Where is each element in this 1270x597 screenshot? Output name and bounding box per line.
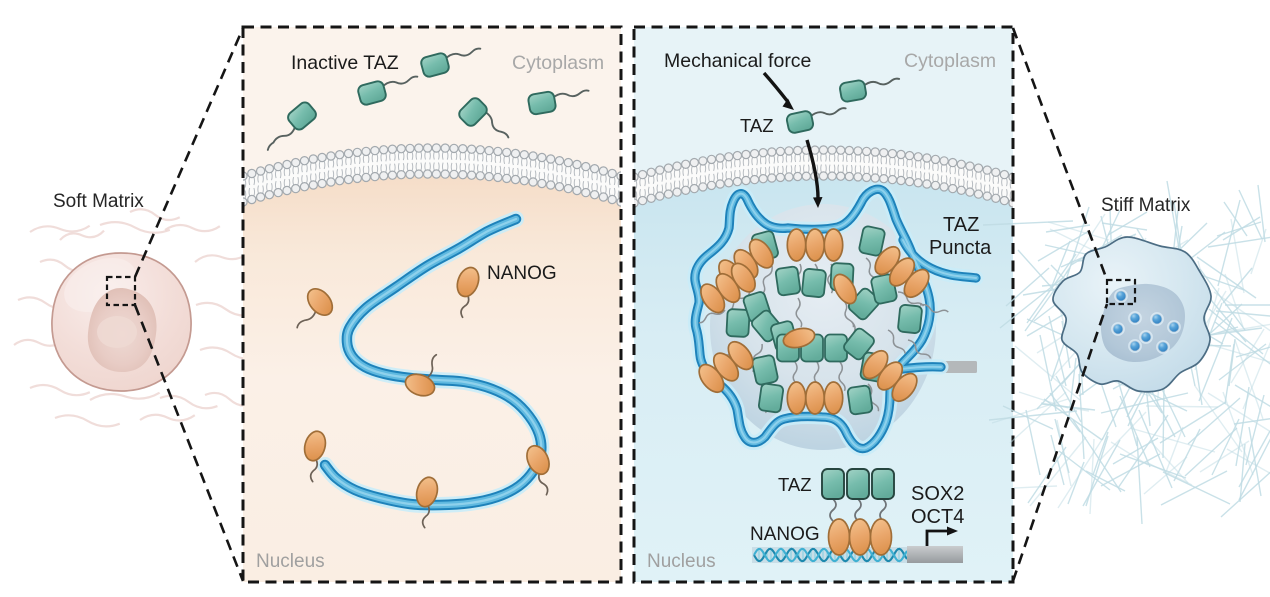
svg-text:TAZ: TAZ <box>740 115 774 136</box>
svg-text:TAZ: TAZ <box>778 474 812 495</box>
svg-text:Inactive TAZ: Inactive TAZ <box>291 52 399 74</box>
svg-text:Soft Matrix: Soft Matrix <box>53 191 144 212</box>
svg-text:SOX2: SOX2 <box>911 483 964 505</box>
svg-text:Cytoplasm: Cytoplasm <box>512 52 604 74</box>
svg-text:OCT4: OCT4 <box>911 506 964 528</box>
svg-text:Mechanical force: Mechanical force <box>664 50 811 72</box>
svg-text:TAZ: TAZ <box>943 214 979 236</box>
svg-text:Puncta: Puncta <box>929 237 992 259</box>
svg-text:Nucleus: Nucleus <box>256 551 325 572</box>
svg-text:NANOG: NANOG <box>750 524 820 545</box>
svg-text:Nucleus: Nucleus <box>647 551 716 572</box>
svg-text:NANOG: NANOG <box>487 263 557 284</box>
svg-text:Stiff Matrix: Stiff Matrix <box>1101 195 1191 216</box>
svg-text:Cytoplasm: Cytoplasm <box>904 50 996 72</box>
